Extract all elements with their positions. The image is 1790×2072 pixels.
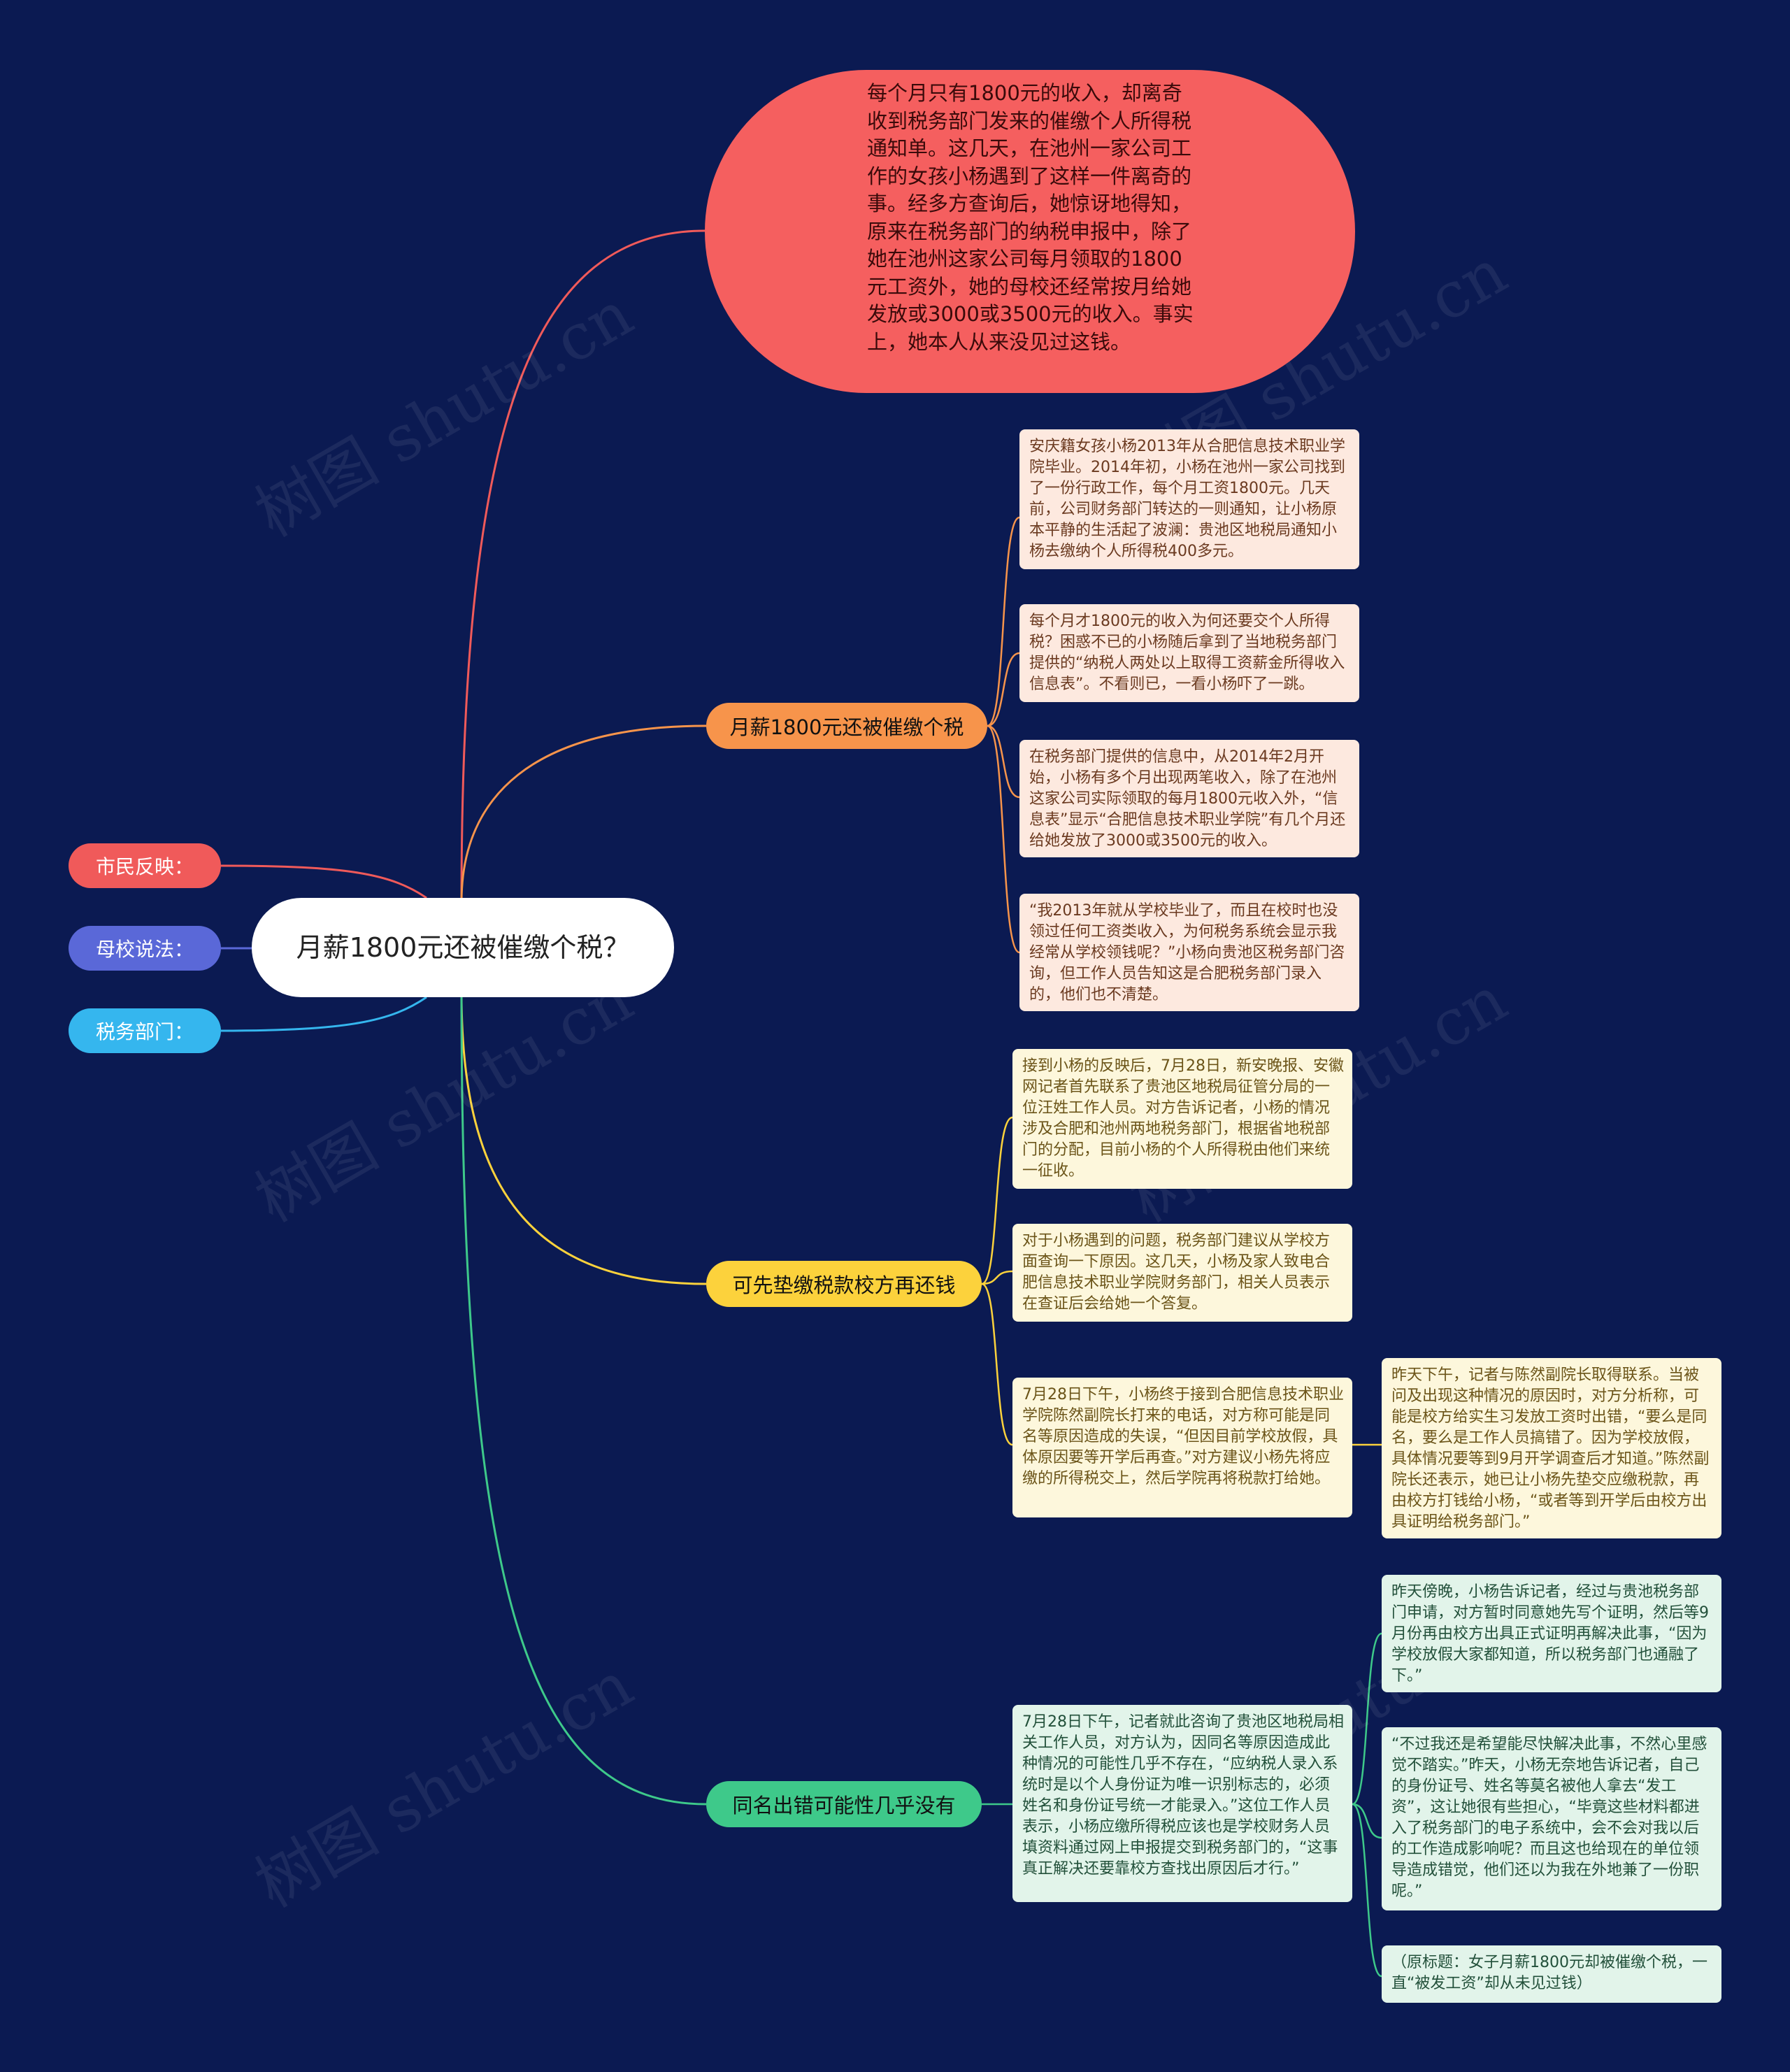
branch-prepay-tax[interactable]: 可先垫缴税款校方再还钱	[706, 1261, 982, 1307]
central-topic[interactable]: 月薪1800元还被催缴个税？	[252, 898, 674, 997]
branch-label: 可先垫缴税款校方再还钱	[732, 1273, 956, 1297]
leaf-note[interactable]: 对于小杨遇到的问题，税务部门建议从学校方面查询一下原因。这几天，小杨及家人致电合…	[1012, 1224, 1352, 1322]
leaf-note[interactable]: 7月28日下午，小杨终于接到合肥信息技术职业学院陈然副院长打来的电话，对方称可能…	[1012, 1378, 1352, 1517]
left-branch-label: 母校说法：	[95, 938, 194, 961]
left-branch-label: 市民反映：	[95, 855, 194, 878]
leaf-note[interactable]: 每个月才1800元的收入为何还要交个人所得税？困惑不已的小杨随后拿到了当地税务部…	[1019, 604, 1359, 702]
leaf-sub-note[interactable]: （原标题：女子月薪1800元却被催缴个税，一直“被发工资”却从未见过钱）	[1382, 1945, 1721, 2003]
branch-salary-tax[interactable]: 月薪1800元还被催缴个税	[706, 703, 987, 749]
left-branch-citizen[interactable]: 市民反映：	[69, 843, 221, 888]
leaf-sub-note[interactable]: 昨天傍晚，小杨告诉记者，经过与贵池税务部门申请，对方暂时同意她先写个证明，然后等…	[1382, 1575, 1721, 1692]
leaf-note[interactable]: 安庆籍女孩小杨2013年从合肥信息技术职业学院毕业。2014年初，小杨在池州一家…	[1019, 429, 1359, 569]
left-branch-school[interactable]: 母校说法：	[69, 926, 221, 971]
central-topic-label: 月薪1800元还被催缴个税？	[296, 932, 630, 963]
branch-same-name[interactable]: 同名出错可能性几乎没有	[706, 1781, 982, 1827]
root-summary-node[interactable]: 每个月只有1800元的收入，却离奇收到税务部门发来的催缴个人所得税通知单。这几天…	[705, 70, 1355, 393]
leaf-note[interactable]: 在税务部门提供的信息中，从2014年2月开始，小杨有多个月出现两笔收入，除了在池…	[1019, 740, 1359, 857]
leaf-note[interactable]: 7月28日下午，记者就此咨询了贵池区地税局相关工作人员，对方认为，因同名等原因造…	[1012, 1705, 1352, 1902]
leaf-sub-note[interactable]: 昨天下午，记者与陈然副院长取得联系。当被问及出现这种情况的原因时，对方分析称，可…	[1382, 1358, 1721, 1538]
branch-label: 同名出错可能性几乎没有	[732, 1794, 956, 1817]
leaf-sub-note[interactable]: “不过我还是希望能尽快解决此事，不然心里感觉不踏实。”昨天，小杨无奈地告诉记者，…	[1382, 1727, 1721, 1910]
left-branch-label: 税务部门：	[95, 1020, 194, 1043]
leaf-note[interactable]: 接到小杨的反映后，7月28日，新安晚报、安徽网记者首先联系了贵池区地税局征管分局…	[1012, 1049, 1352, 1189]
leaf-note[interactable]: “我2013年就从学校毕业了，而且在校时也没领过任何工资类收入，为何税务系统会显…	[1019, 894, 1359, 1011]
branch-label: 月薪1800元还被催缴个税	[729, 715, 964, 739]
left-branch-tax[interactable]: 税务部门：	[69, 1008, 221, 1053]
